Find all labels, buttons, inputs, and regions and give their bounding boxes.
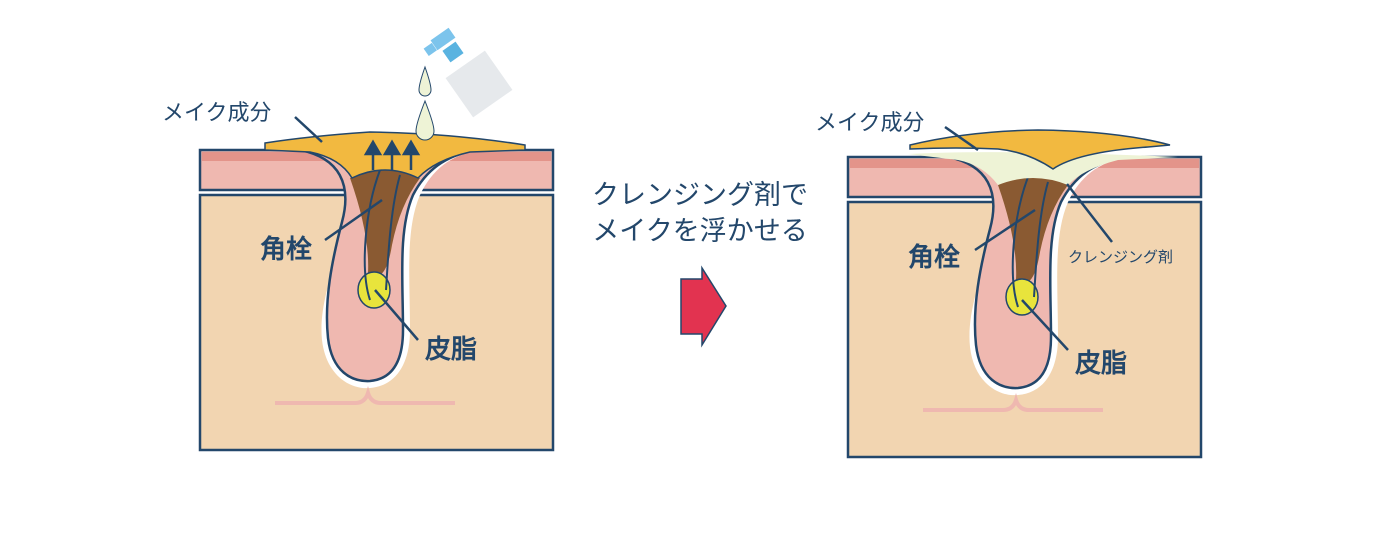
leader-line	[944, 125, 979, 152]
sebum-label: 皮脂	[425, 335, 477, 365]
makeup-label: メイク成分	[815, 111, 925, 136]
caption-line-1: クレンジング剤で	[592, 180, 808, 211]
leader-line	[1021, 299, 1069, 351]
cleanser-label: クレンジング剤	[1068, 248, 1173, 266]
cleanser-layer	[908, 152, 1178, 185]
leader-line	[1066, 183, 1113, 243]
plug-label: 角栓	[908, 242, 960, 273]
leader-line	[294, 116, 323, 143]
left-skin-panel	[198, 131, 555, 452]
up-arrows-icon	[363, 139, 421, 170]
makeup-layer	[909, 129, 1171, 170]
makeup-label: メイク成分	[162, 101, 272, 126]
leader-line	[324, 198, 383, 242]
plug-label: 角栓	[260, 234, 312, 265]
sebum-label: 皮脂	[1075, 349, 1127, 379]
caption-line-2: メイクを浮かせる	[592, 216, 807, 247]
drop-icon	[418, 65, 432, 97]
leader-line	[374, 289, 419, 341]
cleanser-bottle-icon	[423, 27, 513, 118]
right-skin-panel	[846, 129, 1203, 459]
right-arrow-icon	[680, 265, 727, 348]
leader-line	[974, 208, 1036, 252]
drop-icon	[415, 99, 435, 141]
